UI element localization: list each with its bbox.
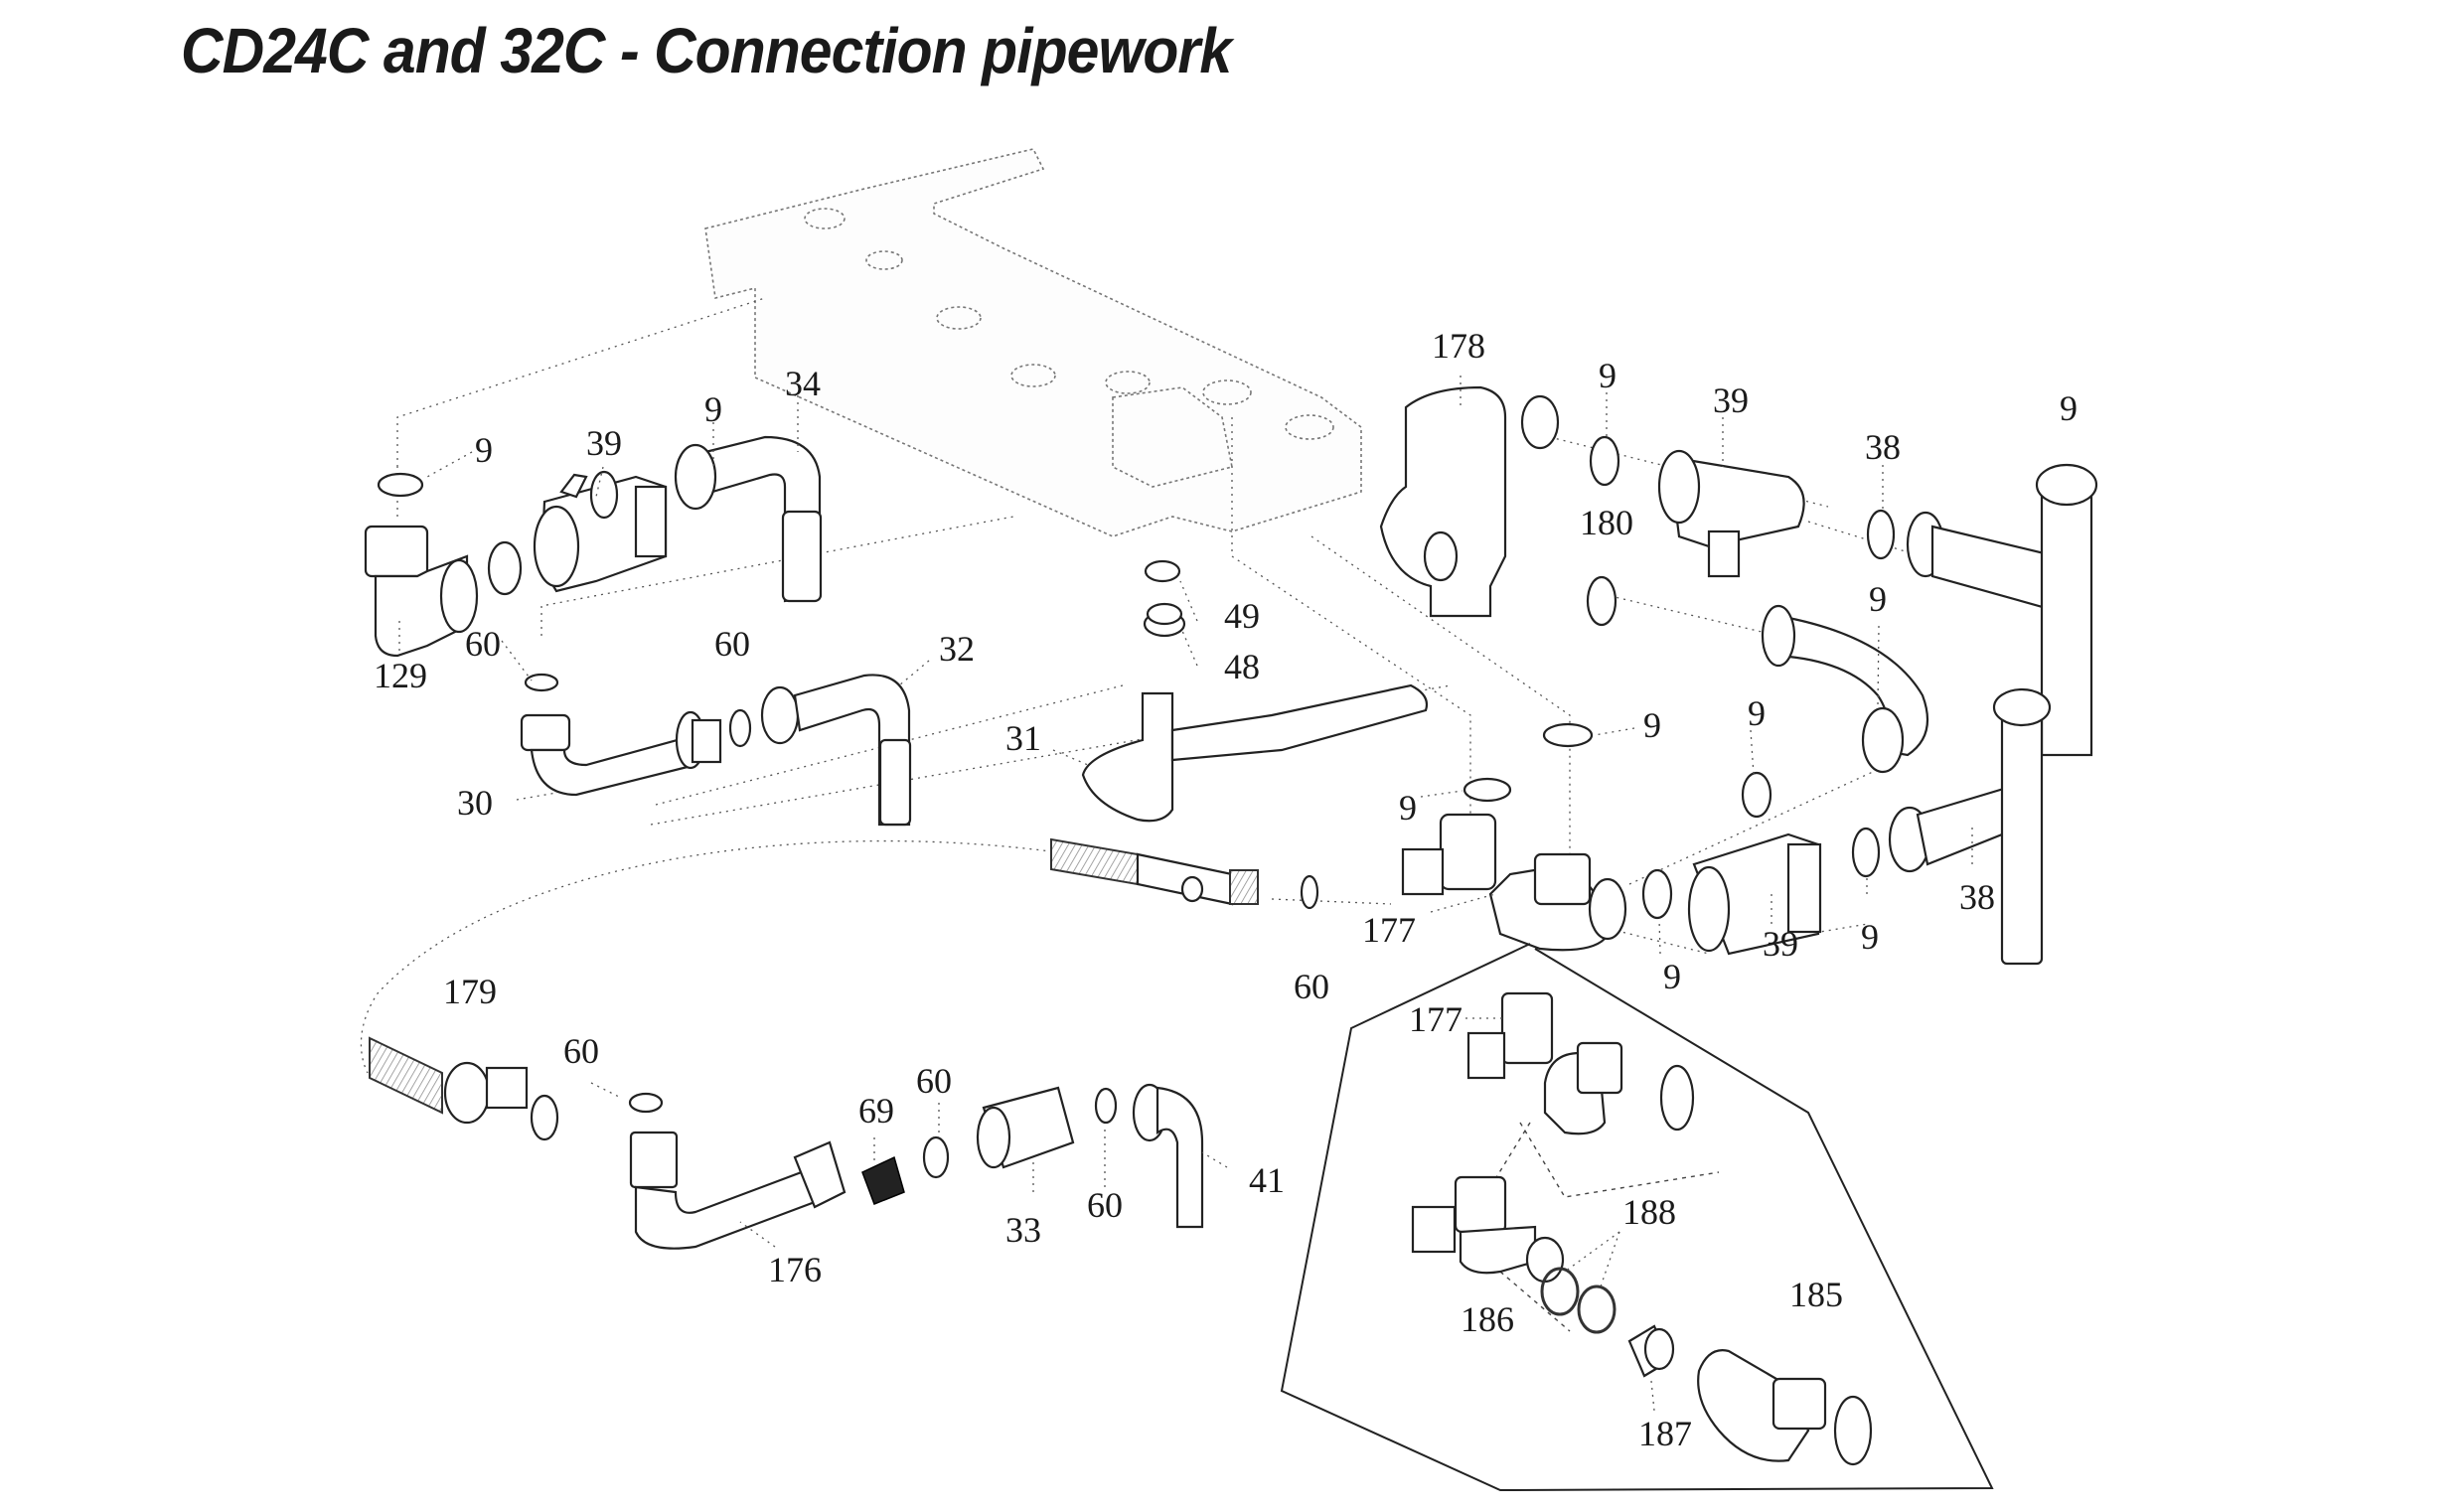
part-33-connector xyxy=(976,1086,1075,1169)
callout-48: 48 xyxy=(1224,647,1260,686)
part-34-elbow-pipe xyxy=(674,435,823,603)
part-32-elbow-pipe xyxy=(760,674,912,827)
callout-185: 185 xyxy=(1789,1275,1843,1314)
callout-32: 32 xyxy=(939,629,975,669)
washer-9 xyxy=(1866,509,1896,560)
washer-9 xyxy=(1641,868,1673,920)
diagram-title: CD24C and 32C - Connection pipework xyxy=(181,15,1232,86)
part-30-elbow-pipe xyxy=(520,710,722,797)
callout-188: 188 xyxy=(1622,1192,1676,1232)
callout-9: 9 xyxy=(1599,356,1617,395)
part-177-manifold-detail xyxy=(1466,991,1695,1135)
callout-177: 177 xyxy=(1362,910,1416,950)
callout-9: 9 xyxy=(1399,788,1417,828)
callout-60: 60 xyxy=(1294,967,1329,1006)
callout-9: 9 xyxy=(1643,705,1661,745)
callout-187: 187 xyxy=(1638,1414,1692,1453)
detail-inset-frame xyxy=(1280,943,1994,1492)
part-49-cap xyxy=(1144,559,1181,583)
callout-38: 9 xyxy=(2060,388,2078,428)
washer-9 xyxy=(589,470,619,520)
callout-31: 31 xyxy=(1005,718,1041,758)
callout-41: 41 xyxy=(1249,1160,1285,1200)
callout-33: 33 xyxy=(1005,1210,1041,1250)
callout-9: 180 xyxy=(1580,503,1633,542)
callout-178: 178 xyxy=(1432,326,1485,366)
callout-9: 38 xyxy=(1865,427,1901,467)
washer-60 xyxy=(524,673,559,692)
part-48-nut xyxy=(1143,602,1186,638)
callout-39: 39 xyxy=(586,423,622,463)
callout-129: 129 xyxy=(374,656,427,695)
mounting-plate xyxy=(704,148,1362,537)
washer-9 xyxy=(1542,722,1594,748)
part-179-flexible-hose xyxy=(369,1036,529,1125)
callout-9: 9 xyxy=(1861,917,1879,957)
part-38-tee-pipe xyxy=(1888,687,2052,966)
washer-9 xyxy=(377,472,424,498)
callout-9: 9 xyxy=(704,389,722,429)
callout-179: 179 xyxy=(443,972,497,1011)
part-187-cartridge xyxy=(1627,1324,1675,1378)
callout-39: 39 xyxy=(1713,380,1749,420)
part-69-filter-screen xyxy=(861,1155,905,1205)
part-31-bent-pipe xyxy=(1081,683,1429,823)
part-178-filter-body xyxy=(1379,385,1560,618)
part-flexible-hose-segment xyxy=(1050,837,1259,906)
part-38-tee-pipe xyxy=(1906,463,2098,757)
washer-9 xyxy=(1741,771,1772,819)
part-39-valve xyxy=(1687,832,1822,956)
part-39-valve xyxy=(533,473,668,593)
callout-labels: 9 39 9 34 129 60 60 32 30 49 48 31 178 9… xyxy=(374,326,2078,1453)
callout-186: 186 xyxy=(1461,1299,1514,1339)
washer-9 xyxy=(487,540,523,596)
callout-9: 9 xyxy=(475,430,493,470)
part-177-manifold xyxy=(1401,813,1627,952)
callout-60: 60 xyxy=(714,624,750,664)
part-188-o-ring xyxy=(1577,1285,1617,1334)
detail-guide xyxy=(1519,1122,1720,1198)
callout-69: 69 xyxy=(858,1091,894,1131)
part-180-curved-pipe xyxy=(1761,604,1929,774)
washer-9 xyxy=(1586,575,1617,627)
part-188-o-ring xyxy=(1540,1267,1580,1316)
callout-60: 60 xyxy=(465,624,501,664)
washer-60 xyxy=(1094,1087,1118,1125)
callout-39: 39 xyxy=(1763,924,1798,964)
washer-60 xyxy=(530,1094,559,1141)
part-39-valve xyxy=(1657,449,1805,578)
washer-9 xyxy=(1589,435,1620,487)
callout-30: 30 xyxy=(457,783,493,823)
callout-9: 9 xyxy=(1663,957,1681,996)
callout-38: 38 xyxy=(1959,877,1995,917)
part-129-elbow-fitting xyxy=(364,525,479,658)
washer-9 xyxy=(1851,827,1881,878)
callout-49: 49 xyxy=(1224,596,1260,636)
callout-34: 34 xyxy=(785,364,821,403)
part-186-valve-body xyxy=(1411,1175,1565,1284)
callout-60: 60 xyxy=(1087,1185,1123,1225)
callout-177: 177 xyxy=(1409,999,1463,1039)
part-176-elbow-pipe xyxy=(629,1131,847,1250)
callout-176: 176 xyxy=(768,1250,822,1289)
part-185-elbow-body xyxy=(1697,1349,1873,1466)
washer-60 xyxy=(922,1135,950,1179)
leader-lines xyxy=(398,376,1973,1412)
callout-60: 60 xyxy=(916,1061,952,1101)
washer-60 xyxy=(728,708,752,748)
callout-180: 9 xyxy=(1869,579,1887,619)
part-41-elbow-pipe xyxy=(1132,1083,1204,1229)
washer-60 xyxy=(628,1092,664,1114)
callout-9: 9 xyxy=(1748,693,1766,733)
callout-60: 60 xyxy=(563,1031,599,1071)
washer-9 xyxy=(1463,777,1512,803)
washer-60 xyxy=(1300,874,1319,910)
